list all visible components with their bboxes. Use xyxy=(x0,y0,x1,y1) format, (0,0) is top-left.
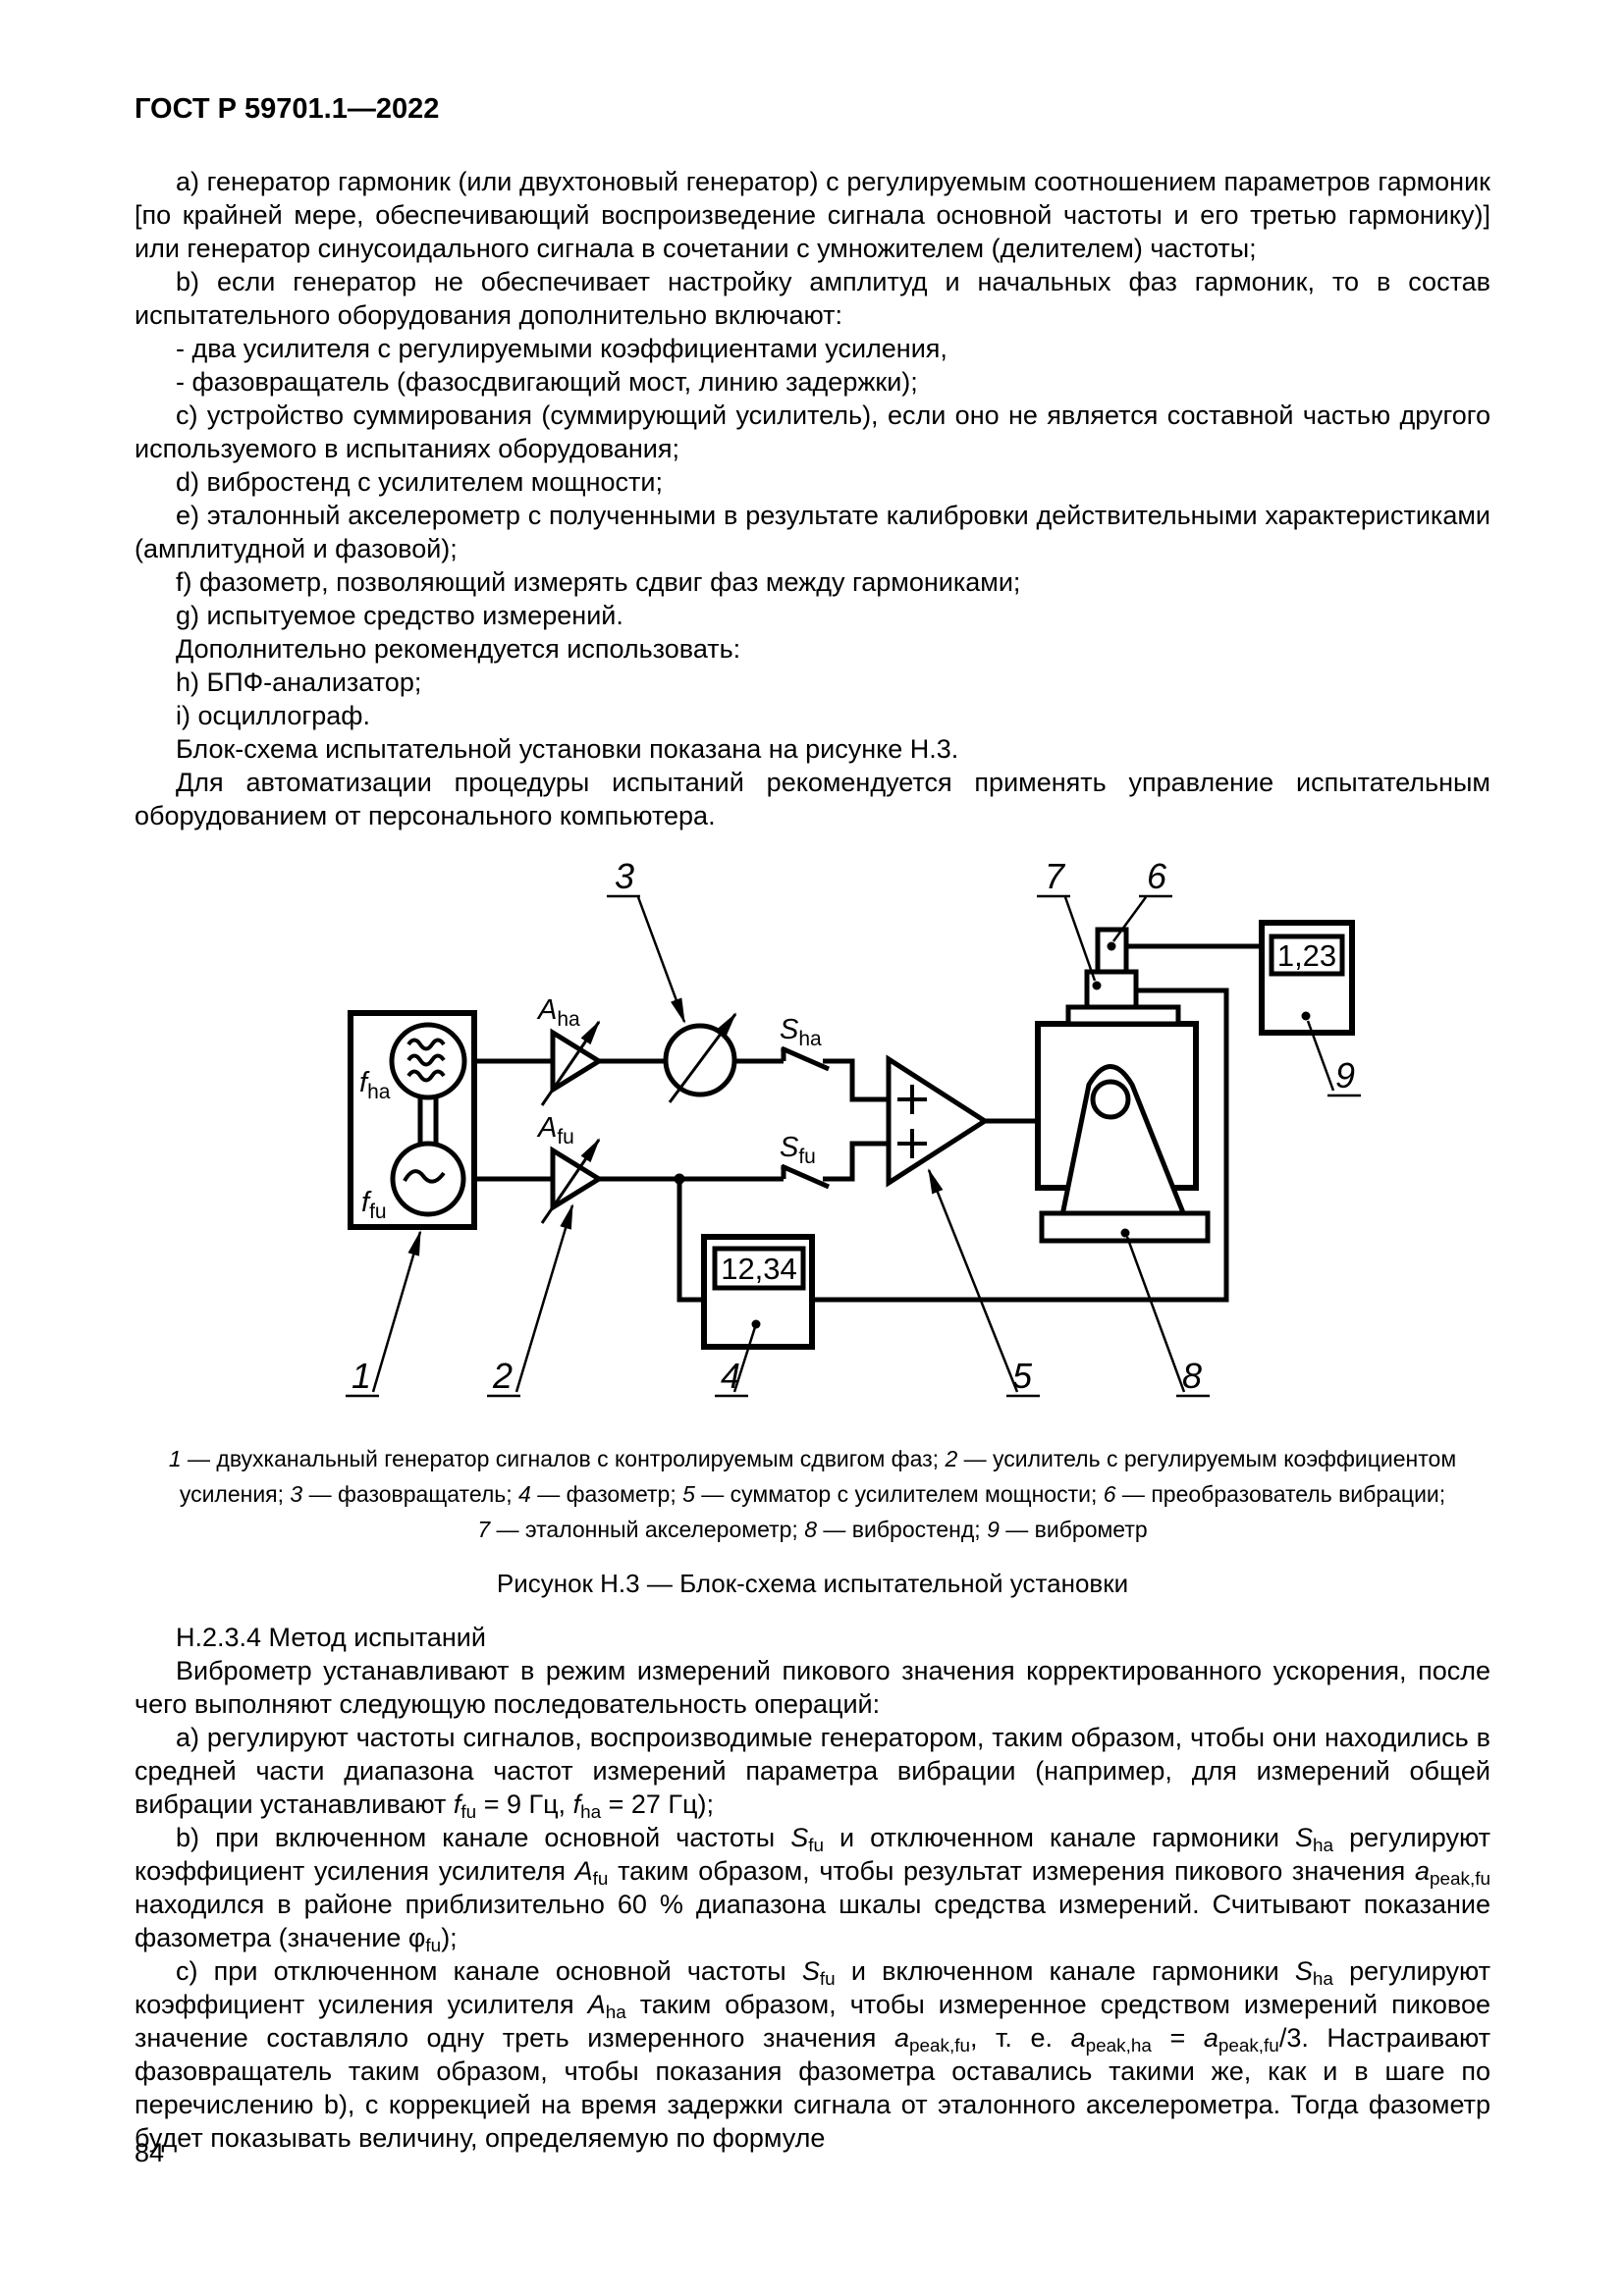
vibrometer-reading: 1,23 xyxy=(1277,938,1336,973)
callout-4: 4 xyxy=(721,1356,740,1396)
switch-s-fu: Sfu xyxy=(780,1132,831,1190)
adjust-arrow-icon xyxy=(540,1020,601,1106)
label-a-fu: Afu xyxy=(536,1112,574,1148)
phase-meter: 12,34 xyxy=(701,1234,815,1350)
body-paragraph: f) фазометр, позволяющий измерять сдвиг … xyxy=(176,567,1021,597)
label-s-ha: Sha xyxy=(780,1014,822,1050)
sine-wave-icon xyxy=(403,1169,446,1184)
callout-9: 9 xyxy=(1335,1055,1355,1095)
label-s-fu: Sfu xyxy=(780,1132,816,1168)
generator-link xyxy=(417,1097,439,1143)
switch-s-ha: Sha xyxy=(780,1014,831,1072)
body-paragraph: h) БПФ-анализатор; xyxy=(176,667,422,697)
body-paragraph: c) при отключенном канале основной часто… xyxy=(135,1956,1490,2153)
block-diagram: fha ffu Aha Afu xyxy=(346,856,1361,1398)
body-paragraph: Виброметр устанавливают в режим измерени… xyxy=(135,1656,1490,1719)
body-paragraph: b) если генератор не обеспечивает настро… xyxy=(135,267,1490,330)
figure-caption: 1 — двухканальный генератор сигналов с к… xyxy=(135,1441,1490,1547)
phase-meter-reading: 12,34 xyxy=(721,1252,797,1286)
page-number: 84 xyxy=(135,2138,165,2167)
label-f-ha: fha xyxy=(359,1067,391,1103)
body-paragraph: g) испытуемое средство измерений. xyxy=(176,601,623,630)
amplifier-fu: Afu xyxy=(536,1112,604,1224)
label-f-fu: ffu xyxy=(361,1187,387,1223)
doc-header: ГОСТ Р 59701.1—2022 xyxy=(135,93,440,125)
body-paragraph: Дополнительно рекомендуется использовать… xyxy=(176,634,741,664)
vibration-transducer xyxy=(1095,927,1129,975)
vibrometer-display xyxy=(1269,934,1345,977)
callout-numbers: 1 2 3 4 5 6 7 8 9 xyxy=(346,856,1361,1398)
callout-5: 5 xyxy=(1012,1356,1033,1396)
harmonic-waves-icon xyxy=(406,1038,446,1083)
callout-7: 7 xyxy=(1045,856,1066,896)
body-paragraph: b) при включенном канале основной частот… xyxy=(135,1823,1490,1957)
body-paragraph: Для автоматизации процедуры испытаний ре… xyxy=(135,768,1490,830)
body-paragraph: - фазовращатель (фазосдвигающий мост, ли… xyxy=(176,367,918,397)
vibration-stand xyxy=(1035,1004,1211,1244)
wiring xyxy=(463,943,1262,1303)
body-paragraph: а) регулируют частоты сигналов, воспроиз… xyxy=(135,1723,1490,1824)
callout-2: 2 xyxy=(492,1356,513,1396)
caption-line: усиления; 3 — фазовращатель; 4 — фазомет… xyxy=(179,1481,1446,1507)
summing-amplifier xyxy=(886,1054,990,1188)
stand-top-plate xyxy=(1065,1004,1181,1027)
label-a-ha: Aha xyxy=(536,994,580,1031)
callout-leaders xyxy=(371,896,1335,1393)
junction-dots xyxy=(674,941,1311,1329)
armature-coil xyxy=(1090,1079,1131,1120)
signal-generator: fha ffu xyxy=(348,1010,477,1230)
harmonic-source-circle xyxy=(389,1022,467,1100)
body-paragraph: c) устройство суммирования (суммирующий … xyxy=(135,400,1490,463)
callout-8: 8 xyxy=(1182,1356,1202,1396)
amplifier-ha: Aha xyxy=(536,994,604,1106)
body-paragraph: Блок-схема испытательной установки показ… xyxy=(176,734,959,764)
figure-h3: fha ffu Aha Afu xyxy=(135,846,1490,1599)
callout-6: 6 xyxy=(1147,856,1167,896)
adjust-arrow-icon xyxy=(540,1138,601,1224)
callout-3: 3 xyxy=(615,856,634,896)
plus-icon xyxy=(897,1085,927,1158)
body-paragraph: - два усилителя с регулируемыми коэффици… xyxy=(176,334,947,363)
body-top: а) генератор гармоник (или двухтоновый г… xyxy=(135,165,1490,832)
body-paragraph: e) эталонный акселерометр с полученными … xyxy=(135,501,1490,563)
callout-1: 1 xyxy=(352,1356,371,1396)
body-paragraph: d) вибростенд с усилителем мощности; xyxy=(176,467,663,497)
body-paragraph: а) генератор гармоник (или двухтоновый г… xyxy=(135,167,1490,263)
body-paragraph: i) осциллограф. xyxy=(176,701,370,730)
caption-line: 7 — эталонный акселерометр; 8 — вибросте… xyxy=(477,1517,1148,1542)
figure-title: Рисунок Н.3 — Блок-схема испытательной у… xyxy=(496,1569,1129,1598)
adjust-arrow-icon xyxy=(668,1012,737,1103)
body-paragraph: Н.2.3.4 Метод испытаний xyxy=(176,1623,486,1652)
phase-shifter xyxy=(663,1012,737,1103)
caption-line: 1 — двухканальный генератор сигналов с к… xyxy=(168,1446,1457,1471)
phase-meter-display xyxy=(712,1246,806,1291)
